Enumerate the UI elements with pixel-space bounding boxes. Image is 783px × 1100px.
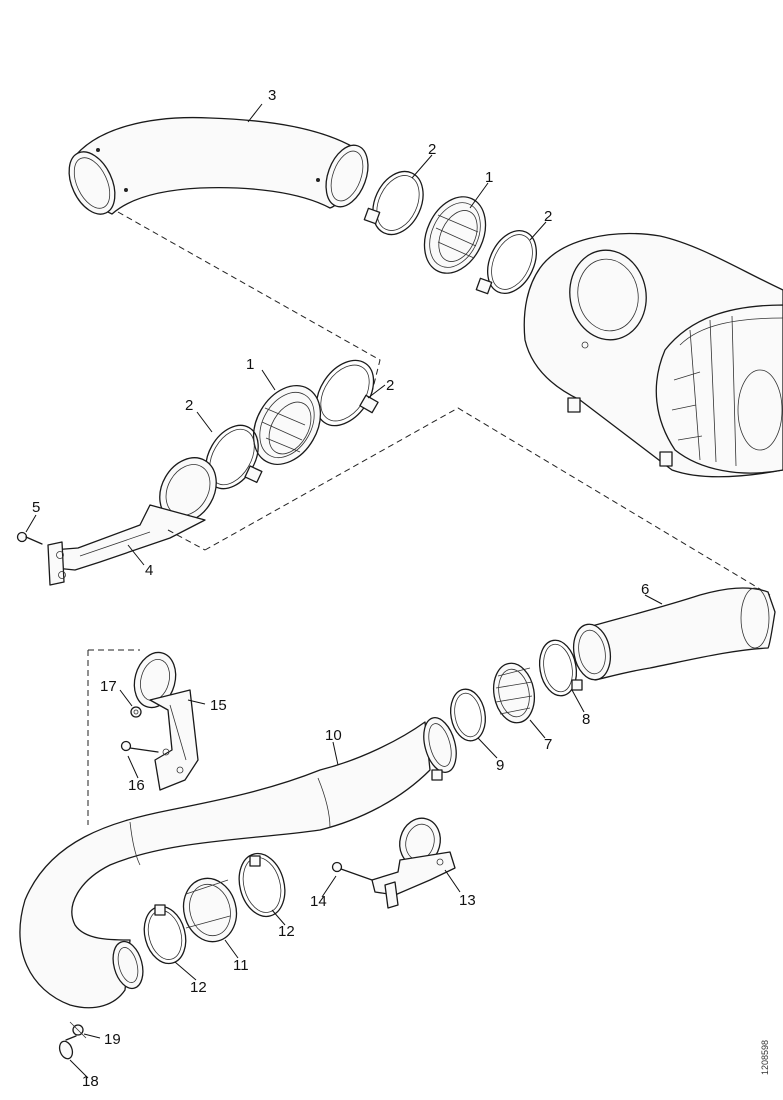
callout-2-top-right: 2 [544,208,552,225]
callout-7: 7 [544,736,552,753]
callout-10: 10 [325,727,342,744]
part-1-coupling-sleeve-mid [252,385,322,465]
part-18-plug [58,1035,77,1060]
callout-12-left: 12 [190,979,207,996]
part-16-bolt [120,740,159,753]
assembly-line-left [87,649,140,825]
callout-numbers: 1 2 2 3 1 2 2 4 5 6 7 8 9 10 11 12 12 13… [32,87,649,1090]
part-15-pipe-bracket [133,651,199,791]
part-7-bellows-coupling [492,662,536,724]
assembly-line-3 [117,211,381,401]
callout-14: 14 [310,893,327,910]
callout-18: 18 [82,1073,99,1090]
part-19-fitting [69,1021,87,1039]
part-14-bolt [331,861,373,881]
leader-lines [25,103,663,1079]
part-9-hose-clamp [450,688,486,742]
part-12-hose-clamp-right [238,852,286,918]
assembly-line-bracket [167,529,206,551]
callout-11: 11 [233,957,249,974]
part-4-support-bracket [47,457,217,586]
part-11-coupling-sleeve [182,877,238,943]
callout-17: 17 [100,678,117,695]
callout-9: 9 [496,757,504,774]
callout-12-right: 12 [278,923,295,940]
part-17-nut [130,706,142,718]
drawing-number: 1208598 [760,1040,770,1075]
callout-1-mid: 1 [246,356,254,373]
callout-19: 19 [104,1031,121,1048]
part-8-hose-clamp [538,639,583,697]
part-2-hose-clamp-mid-right [315,359,379,427]
callout-15: 15 [210,697,227,714]
callout-5: 5 [32,499,40,516]
callout-6: 6 [641,581,649,598]
part-5-bolt [16,531,43,545]
callout-1-top: 1 [485,169,493,186]
part-3-upper-intake-pipe [68,116,369,215]
part-2-hose-clamp-top-right [475,230,537,295]
part-6-lower-outlet-pipe [572,587,776,681]
callout-16: 16 [128,777,145,794]
callout-13: 13 [459,892,476,909]
assembly-line-housing [204,407,771,596]
callout-3: 3 [268,87,276,104]
part-2-hose-clamp-top-left [363,170,424,236]
callout-2-mid-left: 2 [185,397,193,414]
part-13-pipe-bracket [371,817,456,909]
callout-2-top-left: 2 [428,141,436,158]
part-10-main-charge-pipe [19,717,457,1009]
callout-2-mid-right: 2 [386,377,394,394]
callout-8: 8 [582,711,590,728]
part-12-hose-clamp-left [143,904,187,965]
air-cleaner-housing [523,232,783,478]
callout-4: 4 [145,562,153,579]
part-1-coupling-sleeve-top [423,196,487,274]
